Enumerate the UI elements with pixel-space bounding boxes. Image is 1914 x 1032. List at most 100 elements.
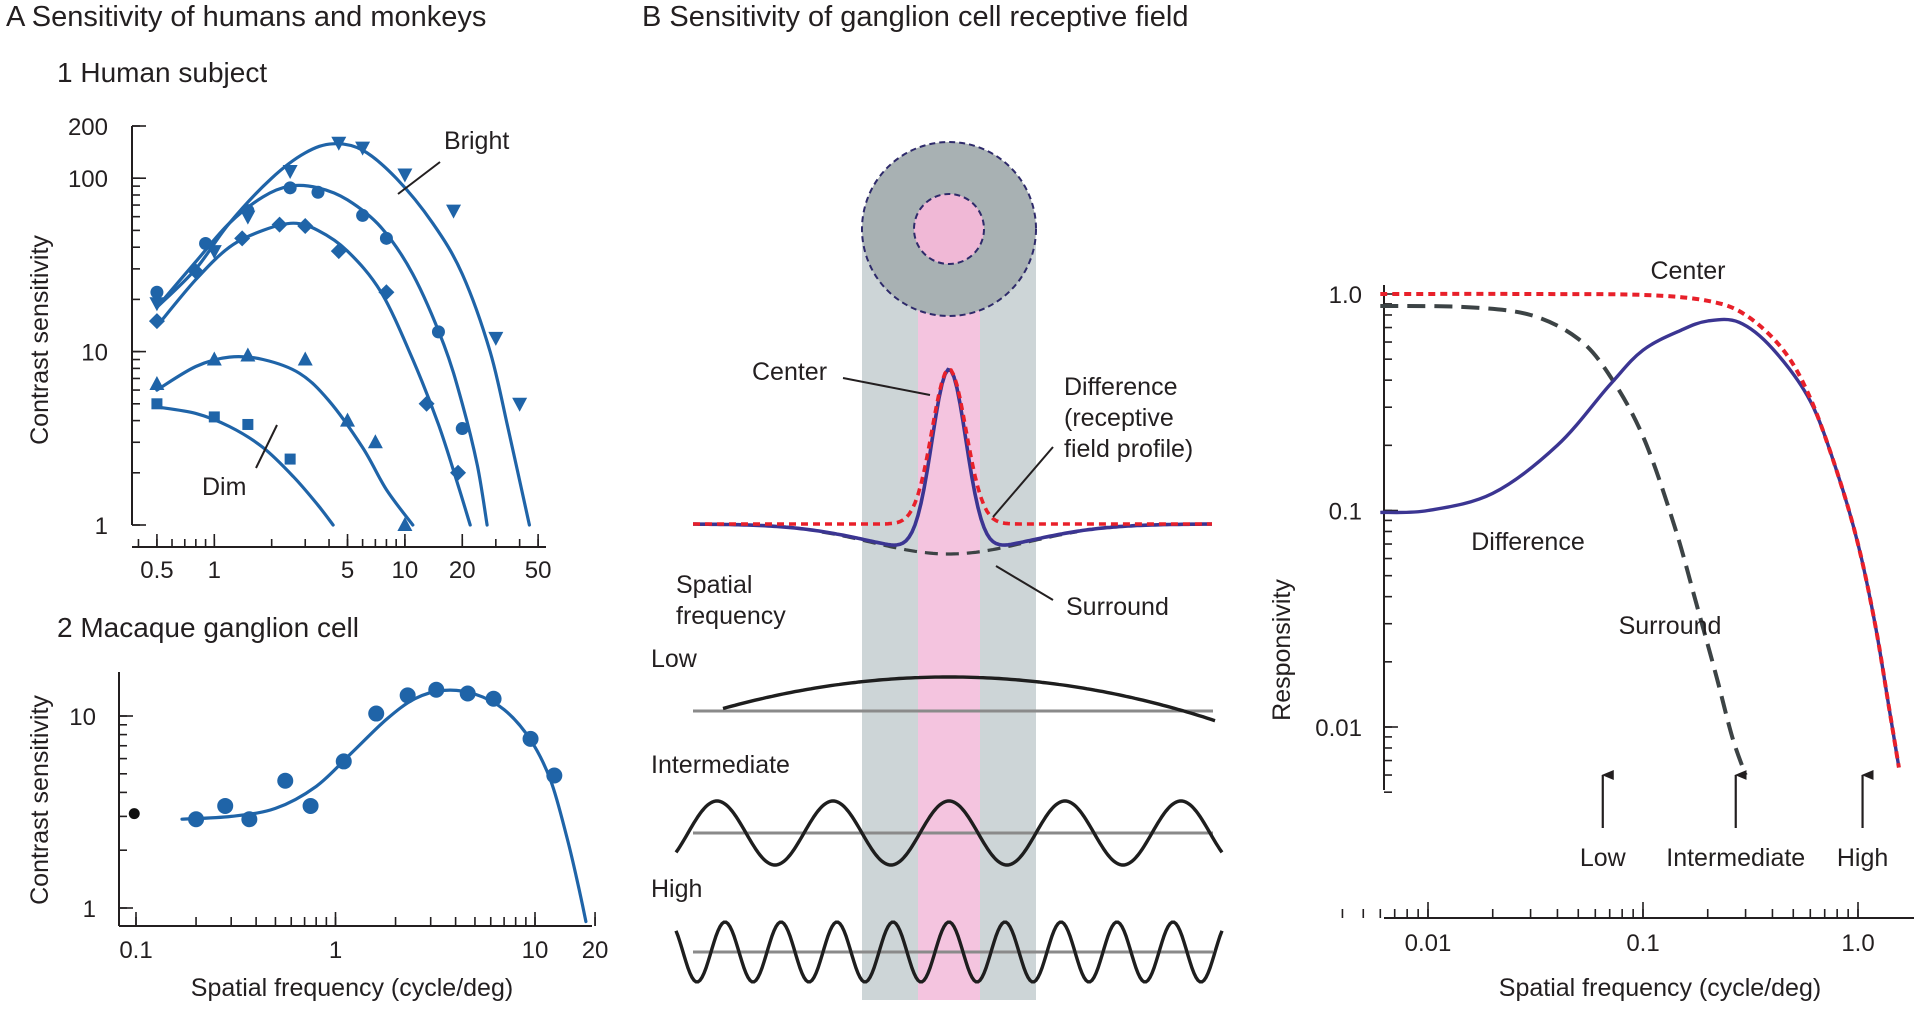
a1-data-point-triangle-up bbox=[397, 517, 413, 531]
surround-leader bbox=[995, 565, 1054, 601]
a2-data-point bbox=[399, 687, 416, 704]
a1-fit-curve-5 bbox=[155, 405, 335, 527]
panel-b: B Sensitivity of ganglion cell receptive… bbox=[642, 1, 1914, 1002]
b-x-label: Spatial frequency (cycle/deg) bbox=[1499, 974, 1821, 1002]
b-arrow-label-high: High bbox=[1837, 844, 1888, 872]
panel-a: A Sensitivity of humans and monkeys 1 Hu… bbox=[6, 1, 608, 1002]
a1-data-point-triangle-up bbox=[367, 434, 383, 449]
a2-data-point bbox=[459, 685, 476, 702]
a1-fit-curve-4 bbox=[155, 354, 415, 527]
gratings bbox=[674, 675, 1224, 984]
a1-x-tick-label: 50 bbox=[525, 557, 552, 584]
a1-data-point-triangle-down bbox=[397, 168, 413, 183]
b-frequency-arrows: Low Intermediate High bbox=[1580, 770, 1888, 872]
a1-label-dim: Dim bbox=[202, 473, 246, 501]
a1-data-point-circle bbox=[150, 285, 164, 299]
panel-a-title: A Sensitivity of humans and monkeys bbox=[6, 1, 486, 33]
a2-data-point bbox=[485, 690, 502, 707]
label-intermediate-grating: Intermediate bbox=[651, 751, 790, 779]
a1-data-point-triangle-down bbox=[355, 141, 371, 156]
b-y-tick-label: 1.0 bbox=[1329, 282, 1362, 309]
a1-data-point-square bbox=[208, 411, 220, 423]
a2-data-point bbox=[368, 705, 385, 722]
label-spatial-line2: frequency bbox=[676, 602, 786, 630]
a1-x-tick-label: 5 bbox=[341, 557, 354, 584]
label-center: Center bbox=[752, 358, 827, 386]
a2-data-point bbox=[241, 811, 258, 828]
b-arrow-label-low: Low bbox=[1580, 844, 1627, 872]
label-high-grating: High bbox=[651, 875, 702, 903]
a1-data-point-square bbox=[242, 418, 254, 430]
a2-data-point bbox=[546, 767, 563, 784]
label-difference-line3: field profile) bbox=[1064, 435, 1193, 463]
a1-data-point-triangle-up bbox=[297, 351, 313, 366]
a1-data-point-diamond bbox=[450, 464, 467, 481]
a1-fit-curve-3 bbox=[155, 221, 472, 527]
a2-y-label: Contrast sensitivity bbox=[26, 695, 54, 905]
a1-data-point-diamond bbox=[271, 216, 288, 233]
a1-data-point-diamond bbox=[297, 218, 314, 235]
a2-data-point bbox=[335, 753, 352, 770]
a1-y-tick-label: 1 bbox=[95, 513, 108, 540]
label-difference-line2: (receptive bbox=[1064, 404, 1174, 432]
receptive-field-center bbox=[913, 193, 985, 265]
a2-data-point bbox=[277, 772, 294, 789]
a1-data-point-diamond bbox=[234, 230, 251, 247]
b-x-tick-label: 1.0 bbox=[1841, 930, 1874, 957]
a1-data-point-square bbox=[151, 398, 163, 410]
a2-reference-dot bbox=[128, 808, 140, 820]
b-curve-surround bbox=[1380, 304, 1748, 776]
panel-a1-subtitle: 1 Human subject bbox=[57, 57, 267, 88]
panel-a2-subtitle: 2 Macaque ganglion cell bbox=[57, 612, 359, 643]
receptive-field-profile-plot bbox=[693, 367, 1212, 556]
a1-data-point-triangle-down bbox=[282, 165, 298, 180]
label-series-center: Center bbox=[1650, 257, 1725, 285]
a1-fit-curve-1 bbox=[155, 142, 531, 527]
a2-data-point bbox=[188, 811, 205, 828]
a2-x-tick-label: 10 bbox=[522, 937, 549, 964]
label-surround: Surround bbox=[1066, 593, 1169, 621]
profile-center-curve bbox=[693, 367, 1212, 526]
label-series-surround: Surround bbox=[1619, 612, 1722, 640]
b-plot-area bbox=[1380, 291, 1901, 776]
a1-y-label: Contrast sensitivity bbox=[26, 235, 54, 445]
a1-bright-leader bbox=[397, 161, 441, 195]
b-arrow-label-intermediate: Intermediate bbox=[1666, 844, 1805, 872]
a1-data-point-diamond bbox=[330, 243, 347, 260]
label-difference: Difference (receptive field profile) bbox=[1064, 373, 1193, 463]
a1-data-point-circle bbox=[283, 181, 297, 195]
a2-x-tick-label: 0.1 bbox=[119, 937, 152, 964]
a2-plot-area bbox=[128, 681, 588, 924]
a1-data-point-circle bbox=[311, 185, 325, 199]
a2-fit-curve bbox=[180, 688, 588, 924]
a1-dim-leader bbox=[255, 424, 278, 469]
a1-label-bright: Bright bbox=[444, 127, 509, 155]
a1-data-point-triangle-down bbox=[206, 245, 222, 260]
a2-data-point bbox=[522, 730, 539, 747]
a1-data-point-circle bbox=[379, 231, 393, 245]
b-x-tick-label: 0.1 bbox=[1626, 930, 1659, 957]
a1-fit-curve-2 bbox=[155, 183, 489, 527]
label-spatial-frequency: Spatial frequency bbox=[676, 571, 786, 630]
a2-data-point bbox=[428, 681, 445, 698]
a1-y-tick-label: 200 bbox=[68, 114, 108, 141]
a1-y-tick-label: 10 bbox=[81, 340, 108, 367]
a1-x-tick-label: 10 bbox=[392, 557, 419, 584]
label-difference-line1: Difference bbox=[1064, 373, 1178, 401]
center-leader bbox=[842, 377, 931, 396]
a1-x-tick-label: 0.5 bbox=[140, 557, 173, 584]
grating-low-wave bbox=[722, 675, 1216, 723]
a1-data-point-diamond bbox=[148, 313, 165, 330]
a1-data-point-triangle-down bbox=[512, 397, 528, 412]
a1-y-tick-label: 100 bbox=[68, 166, 108, 193]
b-y-label: Responsivity bbox=[1268, 579, 1296, 721]
a1-data-point-circle bbox=[199, 237, 213, 251]
b-curve-difference bbox=[1380, 317, 1901, 768]
a2-x-label: Spatial frequency (cycle/deg) bbox=[191, 974, 513, 1002]
a1-data-point-triangle-up bbox=[340, 412, 356, 427]
a1-data-point-diamond bbox=[418, 395, 435, 412]
a1-data-point-triangle-up bbox=[206, 351, 222, 366]
